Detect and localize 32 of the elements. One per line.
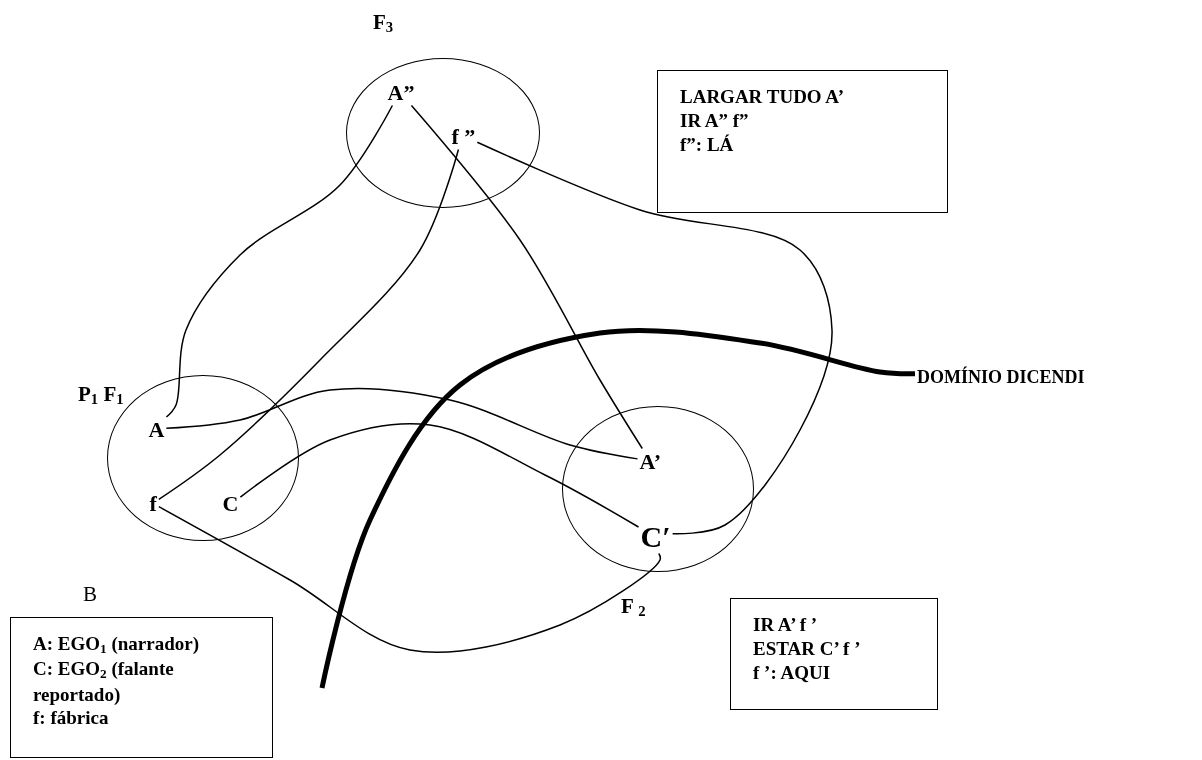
connector-line bbox=[158, 505, 662, 653]
letter-label: f bbox=[149, 492, 157, 515]
region-label: DOMÍNIO DICENDI bbox=[917, 367, 1085, 389]
connector-line bbox=[239, 423, 640, 528]
note-text: IR A” f” bbox=[680, 108, 750, 133]
note-box bbox=[10, 617, 273, 758]
note-text: ESTAR C’ f ’ bbox=[753, 636, 862, 661]
note-box bbox=[657, 70, 948, 213]
connector-line bbox=[410, 104, 643, 450]
region-label: F $_{2}$ bbox=[621, 596, 646, 619]
note-text: A: EGO$_{1}$ (narrador) bbox=[33, 632, 201, 658]
region-label: F$_{3}$ bbox=[373, 12, 394, 35]
boundary-line bbox=[319, 327, 915, 689]
region-label: P$_{1}$ F$_{1}$ bbox=[78, 384, 124, 407]
connector-line bbox=[476, 141, 833, 535]
note-box bbox=[730, 598, 938, 710]
connector-line bbox=[158, 148, 460, 501]
letter-label: A bbox=[148, 418, 165, 441]
letter-label: B bbox=[83, 584, 97, 605]
connector-line bbox=[165, 104, 394, 418]
letter-label: A” bbox=[387, 81, 415, 104]
connector-line bbox=[165, 387, 639, 460]
letter-label: C′ bbox=[640, 521, 671, 552]
note-text: LARGAR TUDO A’ bbox=[680, 85, 845, 109]
note-text: f”: LÁ bbox=[680, 132, 735, 157]
note-text: C: EGO$_{2}$ (falante reportado) bbox=[33, 657, 175, 707]
letter-label: f ” bbox=[451, 125, 476, 148]
note-text: f: fábrica bbox=[33, 706, 110, 731]
letter-label: A’ bbox=[639, 450, 662, 473]
note-text: f ’: AQUI bbox=[753, 660, 832, 685]
letter-label: C bbox=[222, 492, 239, 515]
note-text: IR A’ f ’ bbox=[753, 613, 819, 637]
